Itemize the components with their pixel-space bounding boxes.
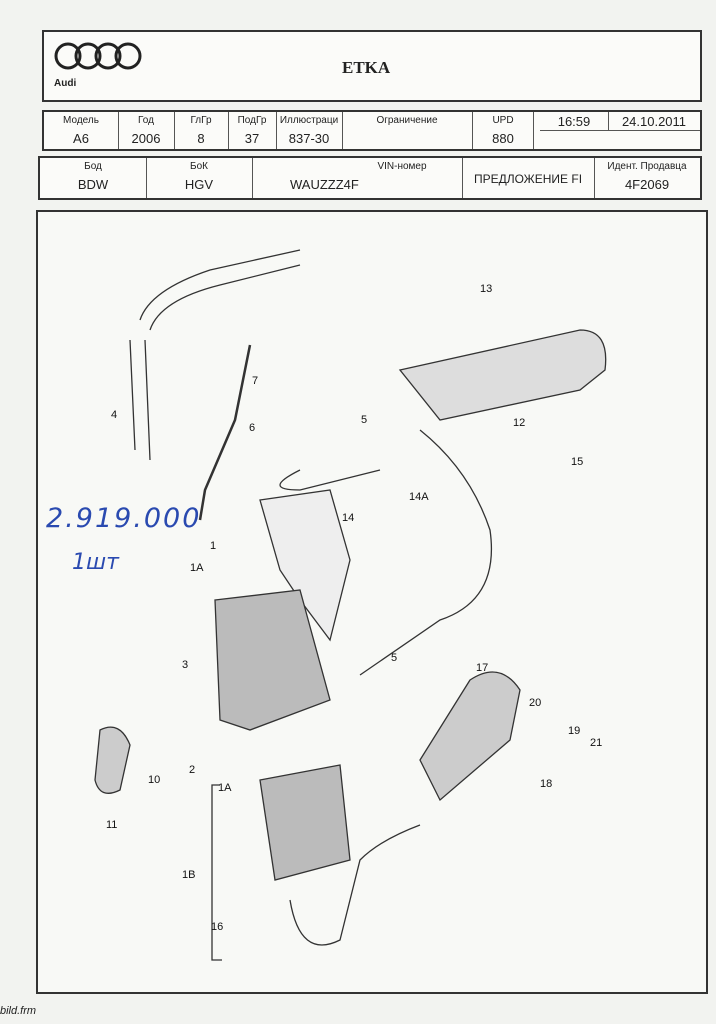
date-cell: 24.10.2011 (608, 112, 700, 131)
main-group-cell: ГлГр 8 (174, 112, 229, 149)
label: БоК (190, 161, 208, 172)
audi-rings-logo (54, 42, 142, 70)
handwritten-price: 2.919.000 (46, 503, 202, 534)
value: WAUZZZ4F (290, 177, 359, 192)
label: Ограничение (376, 115, 438, 126)
header-box: Audi ETKA (42, 30, 702, 102)
year-cell: Год 2006 (118, 112, 175, 149)
offer-cell: ПРЕДЛОЖЕНИЕ FI (462, 158, 595, 198)
callout: 19 (568, 725, 581, 737)
label: Идент. Продавца (607, 161, 687, 172)
cable2-drawing (289, 824, 421, 946)
callout: 3 (182, 659, 189, 671)
value: A6 (73, 131, 89, 146)
time-cell: 16:59 (540, 112, 609, 131)
label: ГлГр (190, 115, 212, 126)
dealer-cell: Идент. Продавца 4F2069 (594, 158, 700, 198)
page-title: ETKA (342, 58, 391, 77)
callout: 5 (361, 414, 368, 426)
callout: 2 (189, 764, 196, 776)
rod-drawing (198, 344, 252, 521)
callout: 12 (513, 417, 526, 429)
callout: 18 (540, 778, 553, 790)
callout: 21 (590, 737, 603, 749)
callout: 1 (210, 540, 217, 552)
callout: 17 (476, 662, 489, 674)
value: 880 (492, 131, 514, 146)
door-frame-drawing (129, 249, 301, 461)
label: UPD (492, 115, 514, 126)
label: VIN-номер (377, 161, 427, 172)
handwritten-qty: 1шт (72, 550, 119, 575)
subgroup-cell: ПодГр 37 (228, 112, 277, 149)
striker-drawing (94, 726, 131, 794)
date: 24.10.2011 (621, 114, 687, 129)
callout: 1A (190, 562, 204, 574)
illustration-cell: Иллюстраци 837-30 (276, 112, 343, 149)
value: BDW (77, 177, 109, 192)
label: Модель (63, 115, 99, 126)
label: Иллюстраци (279, 115, 339, 126)
callout: 14A (409, 491, 429, 503)
restriction-cell: Ограничение (342, 112, 472, 149)
lock2-drawing (259, 764, 351, 881)
callout: 1A (218, 782, 232, 794)
value: 8 (197, 131, 205, 146)
callout: 20 (529, 697, 542, 709)
time: 16:59 (557, 114, 591, 129)
upd-cell: UPD 880 (472, 112, 534, 149)
label: Год (138, 115, 154, 126)
callout: 14 (342, 512, 355, 524)
value: 837-30 (288, 131, 330, 146)
callout: 10 (148, 774, 161, 786)
value: 37 (244, 131, 260, 146)
callout: 5 (391, 652, 398, 664)
value: HGV (184, 177, 214, 192)
handle-carrier-drawing (419, 671, 521, 802)
label: Бод (84, 161, 102, 172)
callout: 11 (106, 819, 118, 831)
callout: 4 (111, 409, 118, 421)
value: 4F2069 (624, 177, 670, 192)
footer-filename: bild.frm (0, 1005, 37, 1017)
value: 2006 (131, 131, 161, 146)
bracket-drawing (259, 489, 351, 642)
bok-cell: БоК HGV (146, 158, 253, 198)
callout: 13 (480, 283, 493, 295)
callout: 7 (252, 375, 259, 387)
value: ПРЕДЛОЖЕНИЕ FI (473, 172, 583, 186)
callout: 6 (249, 422, 256, 434)
lock-drawing (214, 589, 331, 731)
callout: 15 (571, 456, 584, 468)
label: ПодГр (237, 115, 267, 126)
bracket-1B (211, 784, 222, 961)
handle-drawing (398, 329, 607, 421)
callout: 16 (211, 921, 224, 933)
callout: 1B (182, 869, 196, 881)
cable-drawing (279, 429, 493, 676)
brand-text: Audi (54, 78, 77, 89)
